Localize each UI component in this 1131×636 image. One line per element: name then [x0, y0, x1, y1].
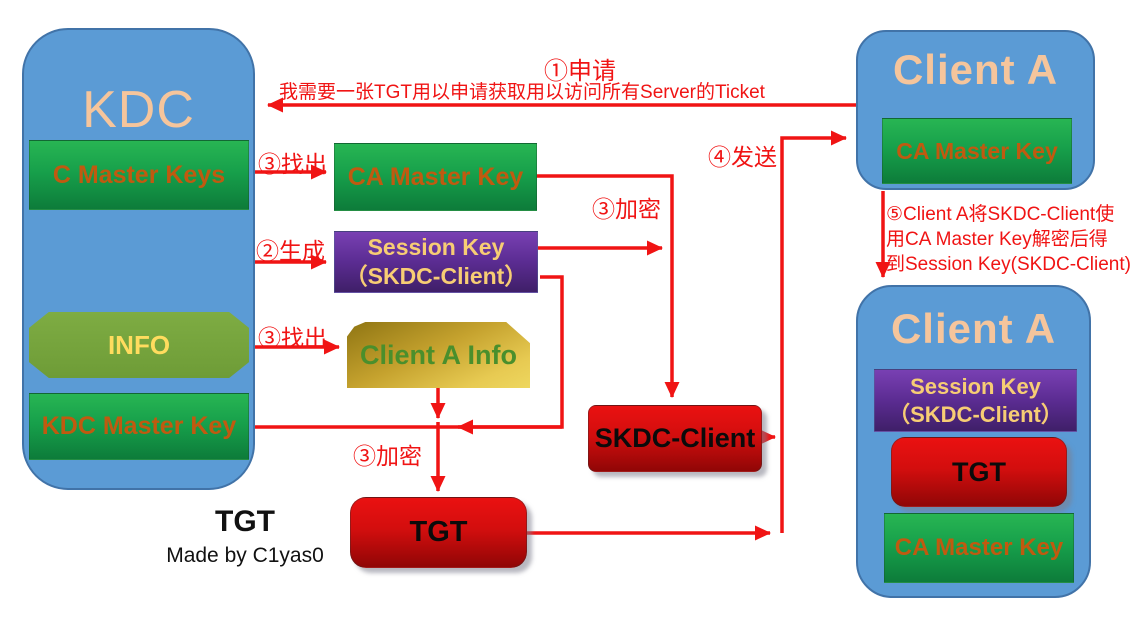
client-a-bottom-title: Client A	[890, 305, 1057, 352]
arrow-step4-send	[780, 130, 847, 533]
ca-master-key-box-middle: CA Master Key	[334, 143, 537, 211]
session-key-box-middle: Session Key （SKDC-Client）	[334, 231, 538, 293]
info-box: INFO	[29, 312, 249, 378]
session-key-client-line1: Session Key	[910, 373, 1041, 399]
step1-message-label: 我需要一张TGT用以申请获取用以访问所有Server的Ticket	[279, 82, 765, 103]
session-key-line1: Session Key	[367, 234, 505, 260]
step4-label: ④发送	[708, 144, 777, 170]
tgt-box-middle: TGT	[350, 497, 527, 568]
client-a-bottom-container: Client A Session Key （SKDC-Client） TGT C…	[856, 285, 1091, 598]
session-key-box-client: Session Key （SKDC-Client）	[874, 369, 1077, 432]
session-key-client-line2: （SKDC-Client）	[888, 401, 1063, 427]
session-key-line2: （SKDC-Client）	[344, 263, 528, 289]
step5-label: ⑤Client A将SKDC-Client使 用CA Master Key解密后…	[886, 202, 1131, 277]
step3-find-label-2: ③找出	[258, 325, 327, 351]
caption-credit: Made by C1yas0	[166, 544, 324, 567]
step5-line3: 到Session Key(SKDC-Client)	[886, 254, 1131, 275]
step1-title-label: ①申请	[544, 58, 616, 85]
kdc-master-key-box: KDC Master Key	[29, 393, 249, 460]
client-a-top-container: Client A CA Master Key	[856, 30, 1095, 190]
kdc-title: KDC	[82, 81, 195, 139]
c-master-keys-box: C Master Keys	[29, 140, 249, 210]
step5-line1: ⑤Client A将SKDC-Client使	[886, 204, 1115, 225]
step3-encrypt-label-1: ③加密	[592, 196, 661, 222]
step5-line2: 用CA Master Key解密后得	[886, 229, 1108, 250]
tgt-box-client: TGT	[891, 437, 1067, 507]
ca-master-key-box-client-top: CA Master Key	[882, 118, 1072, 184]
client-a-info-box: Client A Info	[347, 322, 530, 388]
kdc-container: KDC C Master Keys INFO KDC Master Key	[22, 28, 255, 490]
step3-encrypt-label-2: ③加密	[353, 443, 422, 469]
caption-title: TGT	[215, 505, 275, 538]
skdc-client-box: SKDC-Client	[588, 405, 762, 472]
client-a-top-title: Client A	[892, 46, 1059, 93]
step3-find-label-1: ③找出	[258, 151, 327, 177]
ca-master-key-box-client-bottom: CA Master Key	[884, 513, 1074, 583]
step2-label: ②生成	[256, 238, 325, 264]
